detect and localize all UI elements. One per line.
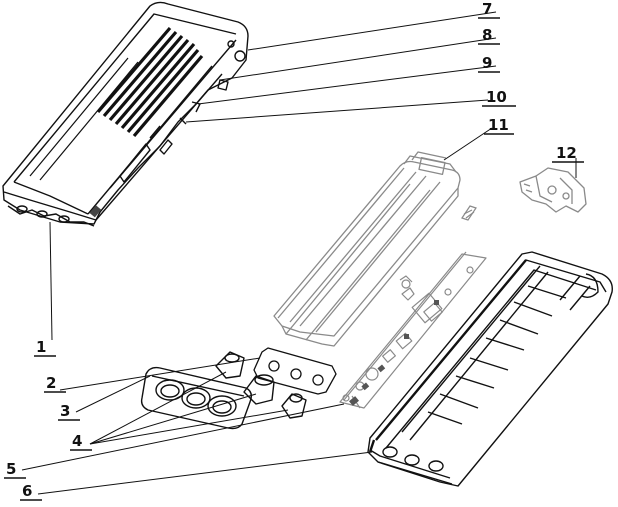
callout-1: 1: [34, 338, 56, 357]
callout-11: 11: [484, 116, 514, 135]
callout-2: 2: [44, 374, 66, 393]
svg-text:7: 7: [482, 0, 492, 18]
svg-text:5: 5: [6, 460, 16, 478]
svg-text:3: 3: [60, 402, 70, 420]
svg-text:1: 1: [36, 338, 46, 356]
svg-text:6: 6: [22, 482, 32, 500]
svg-text:8: 8: [482, 26, 492, 44]
svg-text:10: 10: [486, 88, 507, 106]
callout-12: 12: [552, 144, 584, 163]
callout-7: 7: [478, 0, 500, 19]
callout-8: 8: [478, 26, 500, 45]
svg-text:2: 2: [46, 374, 56, 392]
callout-4: 4: [70, 432, 92, 451]
leader-lines: [21, 11, 577, 495]
top-cover-grooves: [29, 57, 139, 181]
svg-text:12: 12: [556, 144, 577, 162]
top-cover-vents: [96, 26, 204, 138]
knobs-part-4: [215, 351, 307, 419]
svg-text:11: 11: [488, 116, 509, 134]
bottom-housing-part-6: [367, 251, 613, 487]
battery-pack-part-11: [273, 151, 461, 347]
callout-5: 5: [4, 460, 26, 479]
callout-9: 9: [478, 54, 500, 73]
callout-labels: 1 2 3 4 5 6 7 8: [4, 0, 584, 501]
top-cover-part: [2, 1, 249, 227]
callout-6: 6: [20, 482, 42, 501]
svg-text:9: 9: [482, 54, 492, 72]
clip-part-12: [519, 167, 587, 213]
bottom-housing-shading: [368, 259, 527, 453]
front-panel-part-3: [140, 366, 253, 430]
circuit-board-part-5: [339, 251, 487, 409]
label-plate-part-2: [253, 347, 337, 395]
board-dark-components: [349, 300, 439, 406]
spring-part: [461, 205, 477, 221]
callout-3: 3: [58, 402, 80, 421]
svg-text:4: 4: [72, 432, 82, 450]
callout-10: 10: [482, 88, 516, 107]
